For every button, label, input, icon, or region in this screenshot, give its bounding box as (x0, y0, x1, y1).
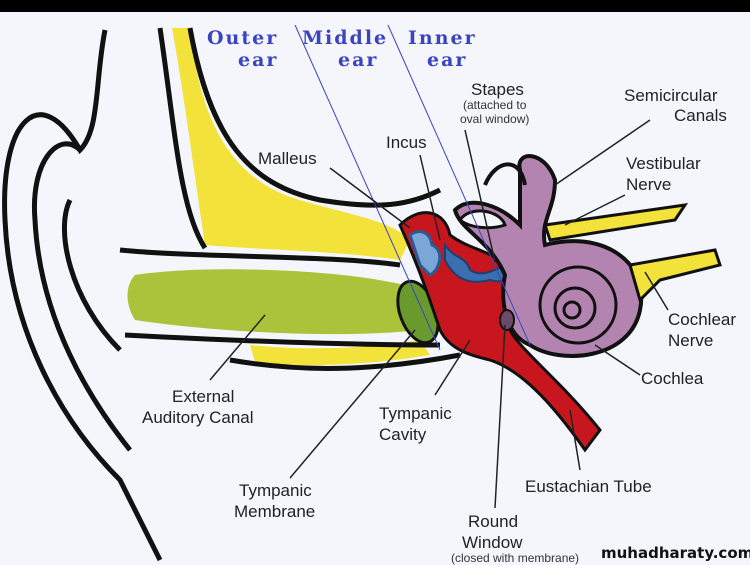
semicircular-label-2: Canals (674, 106, 727, 125)
cochlear-nerve-shape (628, 248, 722, 303)
cochlear-nerve-label-2: Nerve (668, 331, 713, 350)
membrane-label-1: Tympanic (239, 481, 312, 500)
middle-inner-divider (387, 24, 531, 346)
semicircular-label-1: Semicircular (624, 86, 718, 105)
inner-ear-label-2: ear (427, 49, 467, 71)
middle-ear-label-2: ear (338, 49, 378, 71)
incus-label: Incus (386, 133, 427, 152)
stapes-label: Stapes (471, 80, 524, 99)
membrane-label-2: Membrane (234, 502, 315, 521)
eac-label-2: Auditory Canal (142, 408, 254, 427)
inner-ear-label: Inner (408, 27, 477, 49)
inner-ear (452, 154, 644, 358)
round-window-label-2: Window (462, 533, 523, 552)
stapes-note-1: (attached to (463, 98, 527, 112)
middle-ear-label: Middle (302, 27, 388, 49)
malleus-label: Malleus (258, 149, 317, 168)
top-bar (0, 0, 750, 12)
cavity-label-1: Tympanic (379, 404, 452, 423)
vestibular-label-2: Nerve (626, 175, 671, 194)
leader-lines (209, 119, 669, 509)
vestibular-nerve-shape (543, 203, 689, 242)
cochlear-nerve-label-1: Cochlear (668, 310, 736, 329)
cochlea-label: Cochlea (641, 369, 704, 388)
external-auditory-canal (127, 269, 420, 335)
round-window (499, 309, 515, 331)
outer-middle-divider (294, 24, 441, 351)
eustachian-label: Eustachian Tube (525, 477, 652, 496)
stapes-note-2: oval window) (460, 112, 529, 126)
outer-ear-label: Outer (207, 27, 278, 49)
malleus-bone (408, 230, 442, 277)
round-window-note: (closed with membrane) (451, 551, 579, 565)
tympanic-cavity (398, 211, 602, 453)
eac-label-1: External (172, 387, 234, 406)
round-window-label-1: Round (468, 512, 518, 531)
vestibular-label-1: Vestibular (626, 154, 701, 173)
temporal-bone (172, 28, 410, 260)
outer-ear-label-2: ear (238, 49, 278, 71)
pinna (2, 29, 163, 562)
cavity-label-2: Cavity (379, 425, 427, 444)
watermark: muhadharaty.com (601, 544, 750, 562)
